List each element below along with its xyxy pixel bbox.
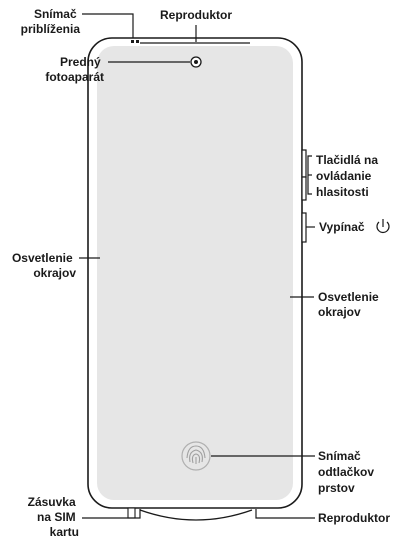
label-fingerprint-sensor: Snímač odtlačkov prstov (318, 449, 377, 495)
proximity-sensor (131, 40, 134, 43)
leader-lines (79, 13, 315, 519)
front-camera-icon (190, 56, 202, 68)
phone-screen (97, 46, 293, 500)
label-power-button: Vypínač (319, 220, 365, 234)
volume-down-button (301, 176, 307, 201)
label-volume-buttons: Tlačidlá na ovládanie hlasitosti (316, 153, 381, 199)
power-icon (376, 219, 390, 233)
sim-slot (127, 507, 136, 519)
label-bottom-speaker: Reproduktor (318, 511, 390, 525)
label-earpiece: Reproduktor (160, 8, 232, 22)
label-edge-lighting-left: Osvetlenie okrajov (12, 251, 76, 280)
label-sim-slot: Zásuvka na SIM kartu (28, 495, 79, 539)
volume-up-button (301, 149, 307, 178)
power-button (301, 212, 307, 243)
bottom-speaker (139, 509, 253, 521)
label-edge-lighting-right: Osvetlenie okrajov (318, 290, 382, 319)
label-front-camera: Predný fotoaparát (45, 55, 104, 84)
label-proximity-sensor: Snímač priblíženia (21, 7, 81, 36)
fingerprint-icon (181, 441, 211, 471)
